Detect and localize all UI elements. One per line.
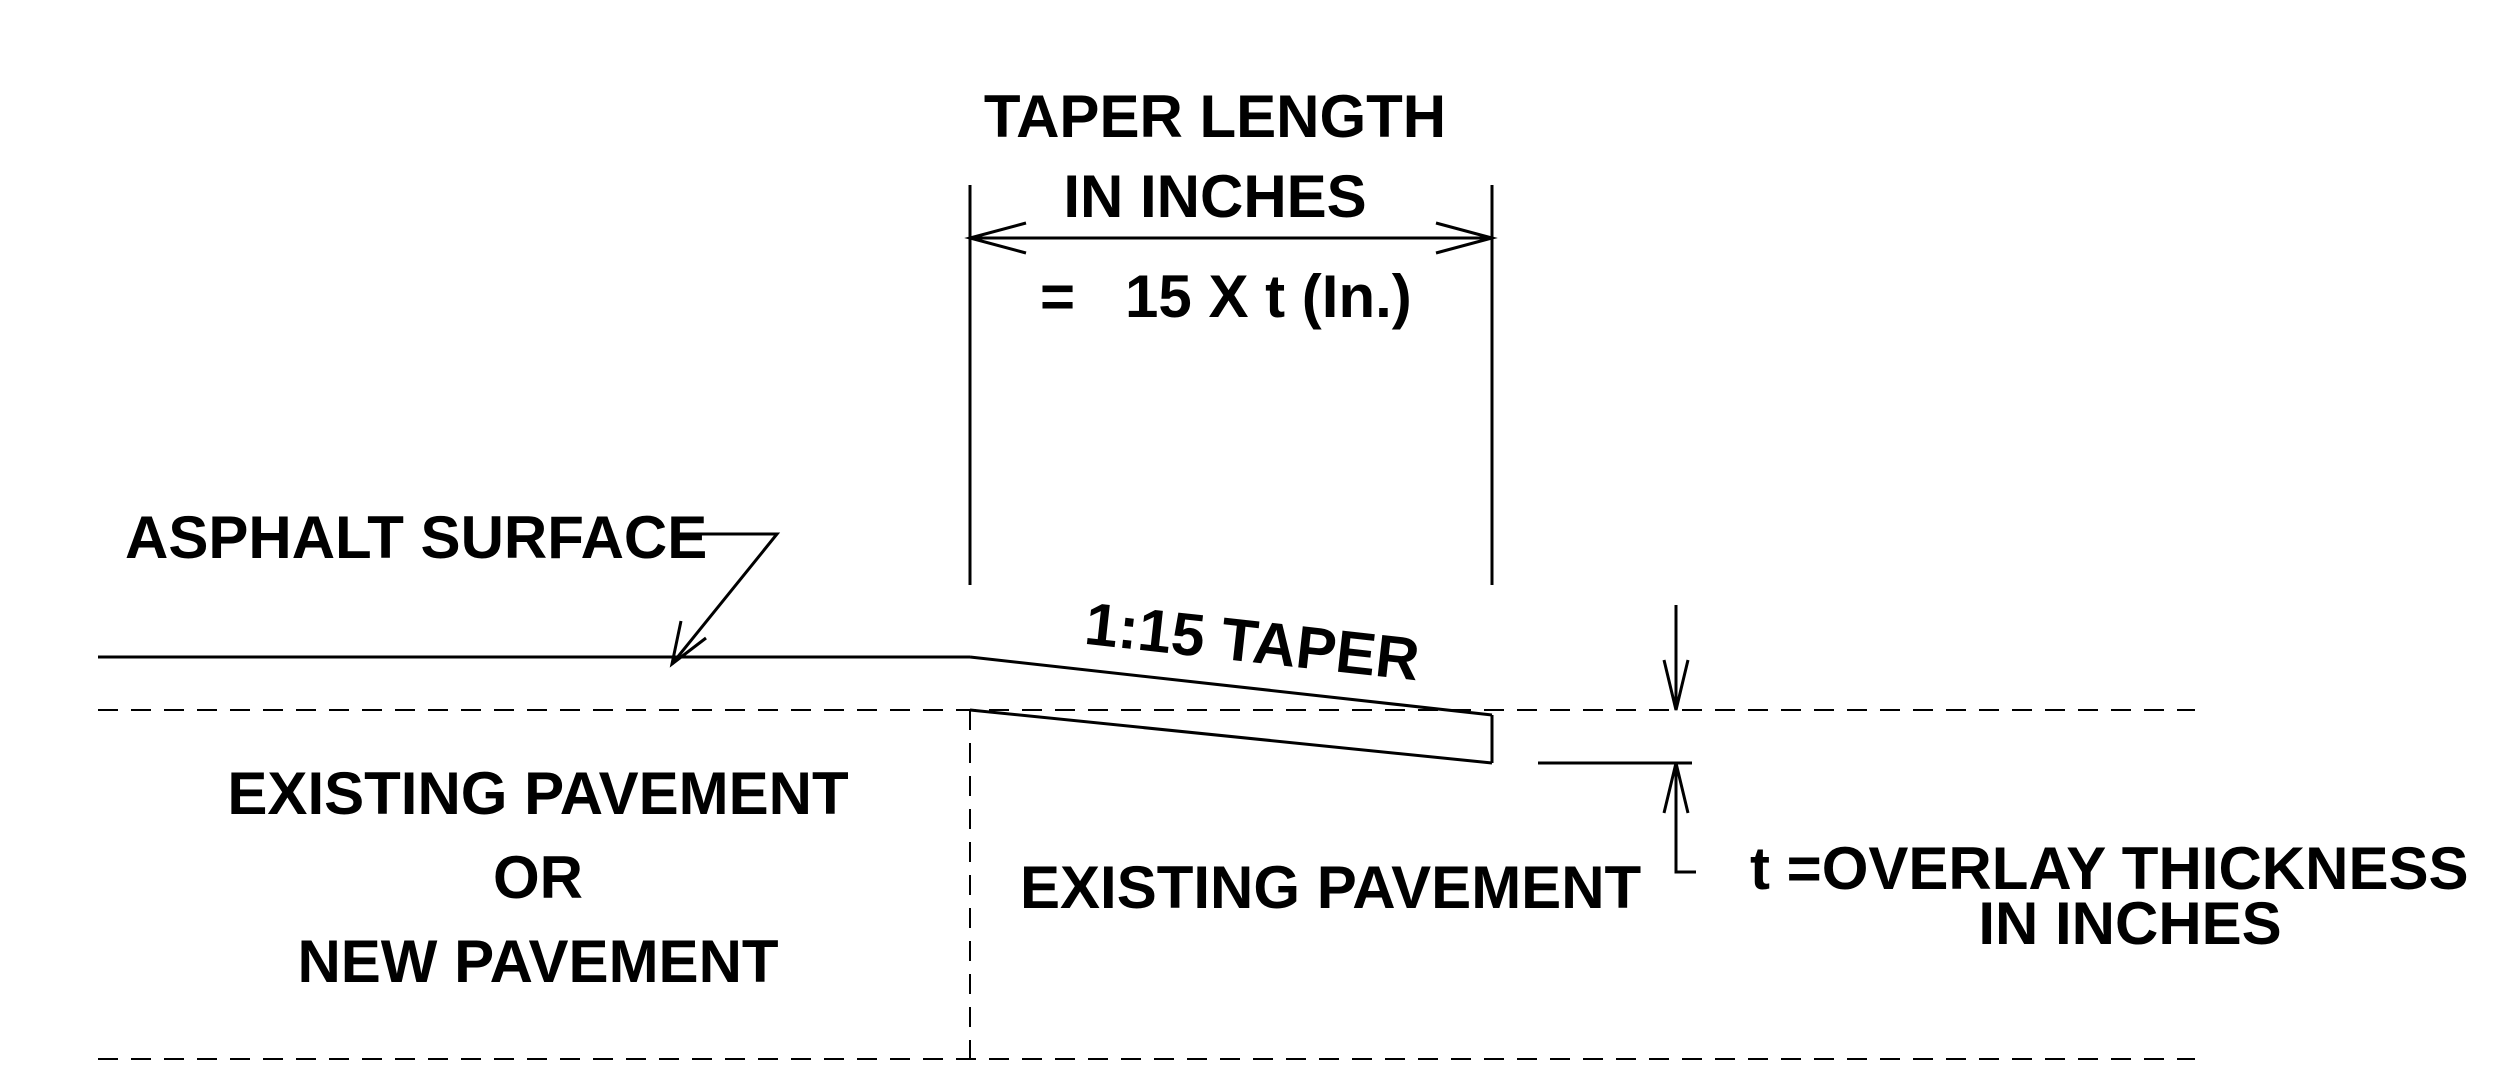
asphalt-leader-line <box>670 532 781 665</box>
taper-arrow-right-icon <box>1435 221 1498 255</box>
thickness-label-line1: t =OVERLAY THICKNESS <box>1750 835 2469 902</box>
taper-top-line <box>969 655 1493 717</box>
taper-length-title-line1: TAPER LENGTH <box>984 83 1446 150</box>
taper-arrow-left-icon <box>964 221 1027 255</box>
asphalt-surface-label: ASPHALT SURFACE <box>125 504 707 571</box>
left-area-label-line2: OR <box>493 844 583 911</box>
thickness-label-line2: IN INCHES <box>1978 890 2281 957</box>
taper-length-title-line2: IN INCHES <box>1063 163 1366 230</box>
thickness-leader-line <box>1674 763 1696 874</box>
taper-formula: = 15 X t (In.) <box>1040 263 1412 330</box>
left-area-label-line1: EXISTING PAVEMENT <box>227 760 848 827</box>
thickness-top-arrow-icon <box>1662 659 1690 711</box>
asphalt-leader-arrow-icon <box>669 620 707 668</box>
right-area-label: EXISTING PAVEMENT <box>1020 854 1641 921</box>
left-area-label-line3: NEW PAVEMENT <box>297 928 778 995</box>
taper-ratio-label: 1:15 TAPER <box>1082 590 1423 693</box>
taper-bottom-line <box>969 708 1493 765</box>
